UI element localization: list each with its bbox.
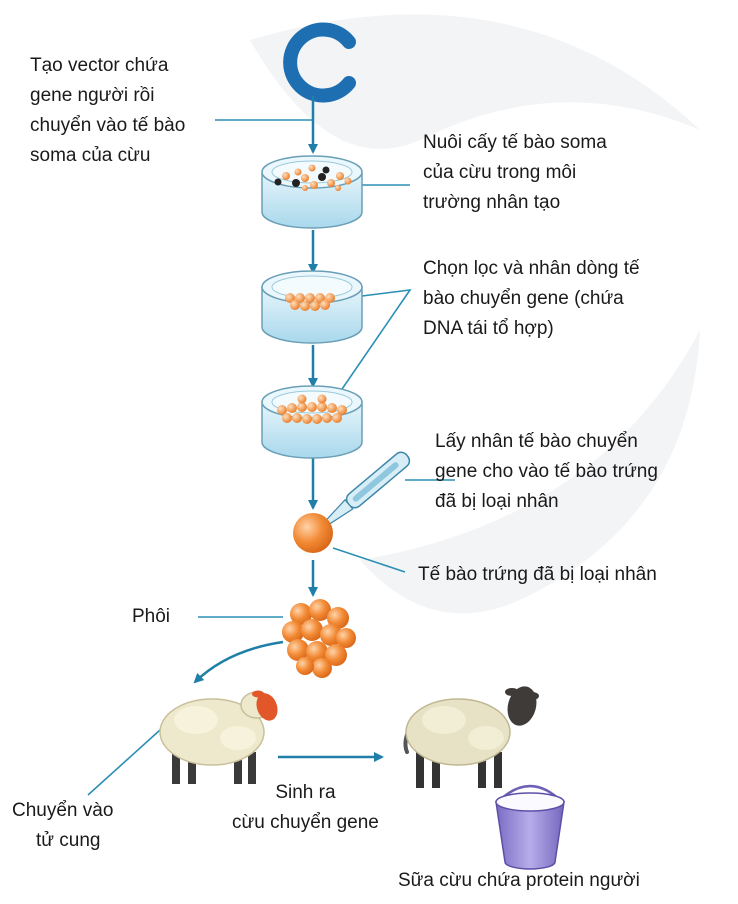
label-birth: Sinh ra cừu chuyển gene	[232, 778, 379, 838]
label-line: Sữa cừu chứa protein người	[398, 866, 640, 896]
label-line: Tế bào trứng đã bị loại nhân	[418, 560, 657, 590]
label-line: Lấy nhân tế bào chuyển	[435, 427, 658, 457]
label-line: Tạo vector chứa	[30, 51, 185, 81]
label-line: bào chuyển gene (chứa	[423, 284, 640, 314]
label-line: của cừu trong môi	[423, 158, 607, 188]
label-line: đã bị loại nhân	[435, 487, 658, 517]
label-create-vector: Tạo vector chứa gene người rồi chuyển và…	[30, 51, 185, 171]
label-culture: Nuôi cấy tế bào soma của cừu trong môi t…	[423, 128, 607, 218]
label-line: trường nhân tạo	[423, 188, 607, 218]
label-line: gene cho vào tế bào trứng	[435, 457, 658, 487]
petri-dish-icon	[262, 386, 362, 458]
label-line: Chọn lọc và nhân dòng tế	[423, 254, 640, 284]
embryo-icon	[282, 599, 356, 678]
label-line: chuyển vào tế bào	[30, 111, 185, 141]
label-line: Phôi	[132, 602, 170, 632]
label-uterus: Chuyển vào tử cung	[12, 796, 113, 856]
label-milk: Sữa cừu chứa protein người	[398, 866, 640, 896]
label-line: cừu chuyển gene	[232, 808, 379, 838]
label-line: tử cung	[12, 826, 113, 856]
label-line: Sinh ra	[232, 778, 379, 808]
sheep-icon	[160, 690, 281, 784]
label-line: gene người rồi	[30, 81, 185, 111]
label-line: Chuyển vào	[12, 796, 113, 826]
label-enucleated-egg: Tế bào trứng đã bị loại nhân	[418, 560, 657, 590]
egg-cell-icon	[293, 513, 333, 553]
label-line: DNA tái tổ hợp)	[423, 314, 640, 344]
petri-dish-icon	[262, 271, 362, 343]
label-embryo: Phôi	[132, 602, 170, 632]
petri-dish-icon	[262, 156, 362, 228]
sheep-icon	[405, 683, 540, 788]
label-line: soma của cừu	[30, 141, 185, 171]
label-select-clone: Chọn lọc và nhân dòng tế bào chuyển gene…	[423, 254, 640, 344]
bucket-icon	[496, 786, 564, 869]
label-nucleus-transfer: Lấy nhân tế bào chuyển gene cho vào tế b…	[435, 427, 658, 517]
label-line: Nuôi cấy tế bào soma	[423, 128, 607, 158]
